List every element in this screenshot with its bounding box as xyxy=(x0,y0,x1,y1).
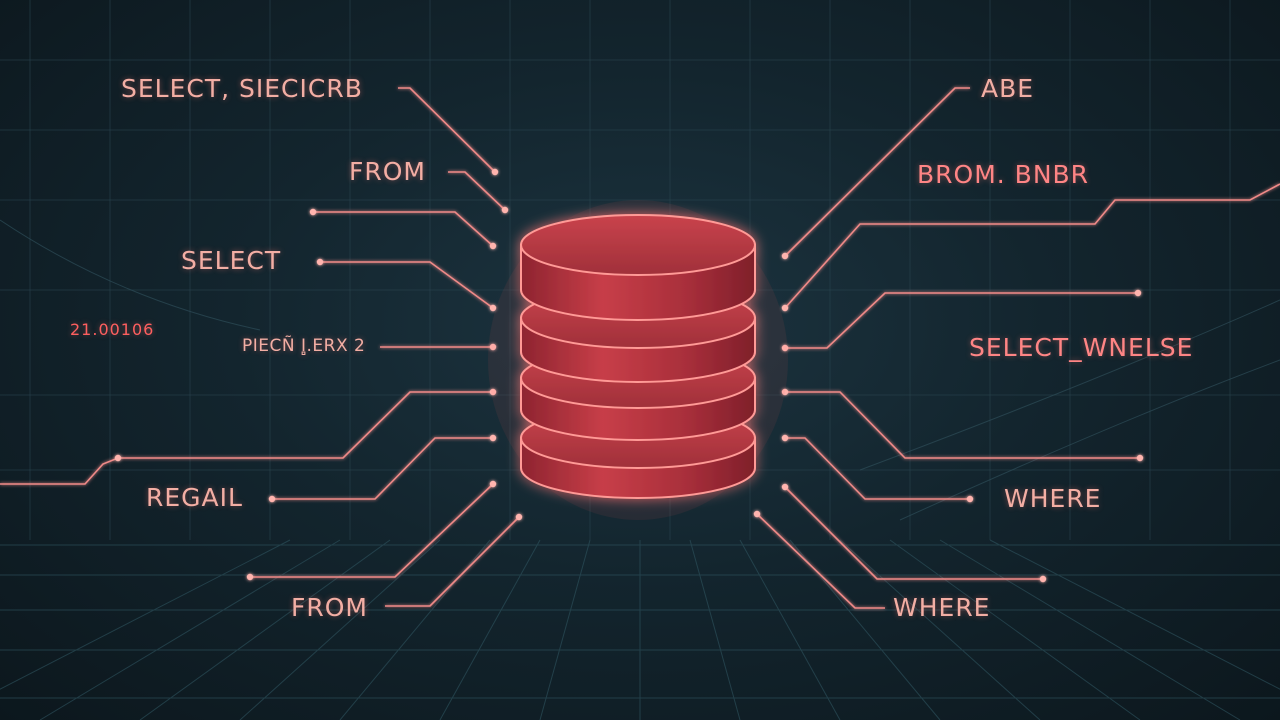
label-select: SELECT xyxy=(181,246,282,275)
connector-line xyxy=(756,513,885,609)
connector-line xyxy=(313,211,494,247)
label-from-top: FROM xyxy=(349,157,426,186)
connector-dots xyxy=(114,168,1144,583)
connector-line xyxy=(785,292,1138,349)
label-abe: ABE xyxy=(981,74,1035,103)
connector-line xyxy=(448,171,506,211)
database-layer-1-top xyxy=(520,214,756,276)
connector-line xyxy=(785,391,1140,459)
connector-line xyxy=(785,437,970,500)
connector-line xyxy=(272,437,493,500)
connector-line xyxy=(784,486,1043,580)
connector-line xyxy=(320,261,494,309)
grid-vertical-lines xyxy=(29,0,1231,540)
label-select-wnelse: SELECT_WNELSE xyxy=(969,333,1194,362)
connector-line xyxy=(784,183,1280,309)
label-regal: REGAIL xyxy=(146,483,243,512)
label-from-bottom: FROM xyxy=(291,593,368,622)
decorative-curves xyxy=(0,219,1280,521)
connector-line xyxy=(398,87,496,173)
label-garbled: PIECÑ I̻.ERX 2 xyxy=(242,336,366,356)
label-select-special: SELECT, SIECICRB xyxy=(121,74,363,103)
perspective-floor xyxy=(0,539,1280,720)
label-where-top: WHERE xyxy=(1004,484,1102,513)
connector-line xyxy=(250,483,494,578)
connector-line xyxy=(385,516,520,607)
connector-line xyxy=(784,87,970,257)
label-date-code: 21.00106 xyxy=(70,320,155,339)
label-where-bottom: WHERE xyxy=(893,593,991,622)
label-brom: BROM. BNBR xyxy=(917,160,1090,189)
